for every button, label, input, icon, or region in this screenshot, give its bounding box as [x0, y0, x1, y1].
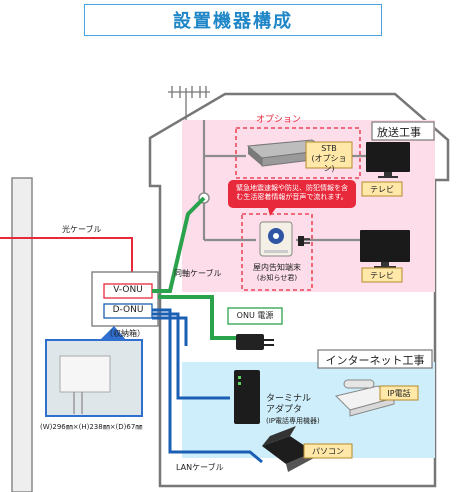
tv-label-box-top [361, 181, 403, 197]
dimensions-label: (W)296㎜×(H)238㎜×(D)67㎜ [40, 423, 143, 431]
stb-label: STB (オプション) [306, 144, 352, 174]
coax-label: 同軸ケーブル [174, 269, 222, 278]
tv-label-bottom: テレビ [370, 271, 394, 280]
storage-label: （収納箱） [105, 329, 145, 338]
internet-label-box [317, 349, 433, 369]
onu-power-label-box [227, 307, 283, 325]
tv-label-top: テレビ [370, 185, 394, 194]
tv-icon-top [366, 142, 410, 178]
stb-label-line1: STB [321, 144, 337, 153]
broadcast-label: 放送工事 [377, 126, 421, 139]
fiber-label: 光ケーブル [62, 225, 102, 234]
broadcast-label-box [371, 121, 435, 141]
receiver-device [259, 221, 293, 257]
tv-label-box-bottom [361, 267, 403, 283]
receiver-label: 屋内告知端末 (お知らせ君) [242, 262, 312, 284]
page-title: 設置機器構成 [173, 11, 293, 32]
lan-label: LANケーブル [176, 463, 224, 472]
lan-cables [152, 308, 263, 464]
ta-label-line3: (IP電話専用機器) [266, 417, 320, 425]
ip-phone-label-box [379, 385, 419, 401]
alert-callout [228, 180, 356, 208]
ta-label-line2: アダプタ [266, 405, 303, 415]
alert-text-line1: 緊急地震速報や防災、防犯情報を含 [236, 184, 348, 192]
power-adapter-icon [236, 334, 274, 350]
ip-phone-label: IP電話 [387, 389, 411, 398]
coax-cable [152, 196, 206, 293]
utility-pole [11, 177, 33, 492]
receiver-label-line2: (お知らせ君) [256, 274, 298, 282]
receiver-box [241, 213, 313, 291]
stb-label-line2: (オプション) [311, 154, 347, 173]
antenna-icon [168, 86, 210, 120]
alert-text: 緊急地震速報や防災、防犯情報を含 む生活密着情報が音声で流れます。 [230, 184, 354, 202]
receiver-label-line1: 屋内告知端末 [253, 263, 301, 272]
onu-power-cable [158, 295, 236, 340]
plug-icon [298, 236, 310, 246]
ta-label: ターミナル アダプタ (IP電話専用機器) [266, 394, 320, 427]
ta-label-line1: ターミナル [266, 394, 312, 404]
stb-label-box [305, 141, 353, 169]
v-onu-label: V-ONU [113, 285, 143, 295]
pc-label: パソコン [312, 447, 344, 456]
internet-label: インターネット工事 [325, 354, 425, 367]
tv-icon-bottom [360, 230, 410, 268]
alert-text-line2: む生活密着情報が音声で流れます。 [236, 193, 348, 201]
title-box: 設置機器構成 [84, 4, 382, 36]
internet-zone [182, 362, 435, 458]
terminal-adapter-icon [234, 370, 260, 424]
option-box [235, 127, 361, 179]
option-label: オプション [256, 115, 302, 125]
onu-power-label: ONU 電源 [236, 311, 274, 320]
d-onu-label: D-ONU [112, 305, 144, 315]
pc-label-box [303, 443, 353, 459]
